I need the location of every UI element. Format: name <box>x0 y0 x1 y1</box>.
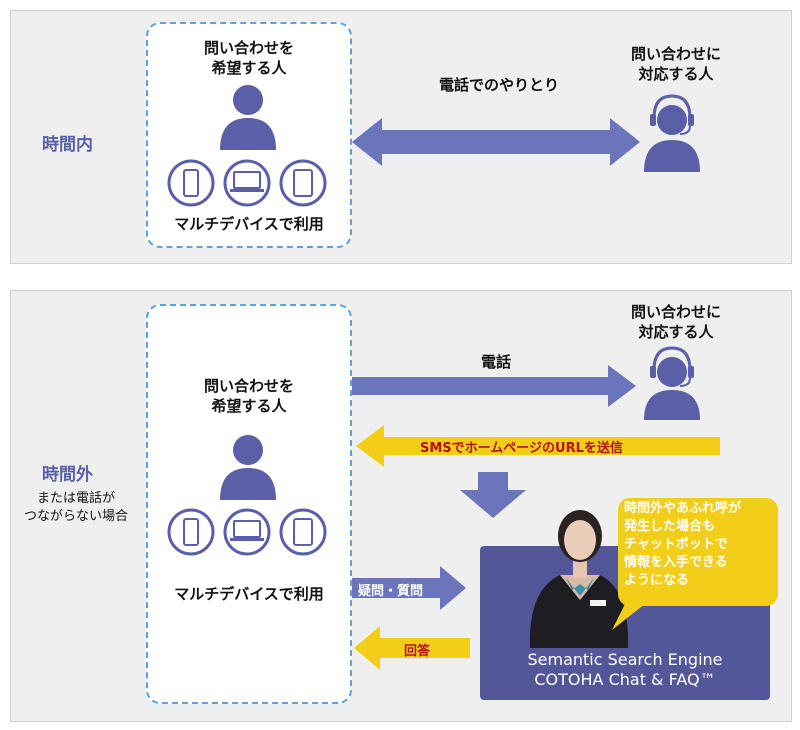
requester-line: 希望する人 <box>211 59 287 77</box>
top-exchange-label: 電話でのやりとり <box>438 76 559 94</box>
speech-bubble <box>618 498 778 606</box>
bubble-line: チャットボットで <box>624 537 728 552</box>
smartphone-icon-bottom <box>167 508 215 556</box>
bottom-side-label: 時間外 <box>42 465 93 485</box>
bubble-line: 情報を入手できる <box>624 555 728 570</box>
cotoha-engine-label: Semantic Search Engine COTOHA Chat & FAQ… <box>480 650 770 690</box>
phone-arrow <box>352 365 636 407</box>
bottom-agent-title: 問い合わせに 対応する人 <box>606 302 746 342</box>
top-agent-title: 問い合わせに 対応する人 <box>606 44 746 84</box>
top-exchange-arrow <box>352 118 640 166</box>
agent-line: 対応する人 <box>638 323 714 341</box>
bubble-line: 発生した場合も <box>624 519 716 534</box>
question-label: 疑問・質問 <box>358 584 424 599</box>
laptop-icon-top <box>223 159 271 207</box>
top-side-label: 時間内 <box>42 135 93 155</box>
speech-bubble-text: 時間外やあふれ呼が 発生した場合も チャットボットで 情報を入手できる ようにな… <box>624 500 774 590</box>
agent-line: 問い合わせに <box>630 303 721 321</box>
sms-label: SMSでホームページのURLを送信 <box>420 441 623 456</box>
bottom-requester-title: 問い合わせを 希望する人 <box>146 376 352 416</box>
agent-line: 問い合わせに <box>630 45 721 63</box>
requester-box-bottom <box>146 304 352 704</box>
requester-person-icon-top <box>220 85 276 150</box>
agent-line: 対応する人 <box>638 65 714 83</box>
requester-line: 問い合わせを <box>203 377 294 395</box>
bubble-line: 時間外やあふれ呼が <box>624 501 742 516</box>
laptop-icon-bottom <box>223 508 271 556</box>
virtual-assistant-icon <box>529 510 629 648</box>
bottom-side-sub: または電話が つながらない場合 <box>14 490 138 526</box>
bottom-multidevice-label: マルチデバイスで利用 <box>174 585 324 603</box>
agent-headset-icon-top <box>644 94 700 172</box>
down-arrow <box>460 472 526 518</box>
sms-arrow <box>356 425 720 467</box>
agent-headset-icon-bottom <box>644 346 700 420</box>
engine-line: COTOHA Chat & FAQ™ <box>534 670 716 689</box>
requester-person-icon-bottom <box>220 435 276 500</box>
side-sub-line: または電話が <box>36 491 115 506</box>
bottom-phone-label: 電話 <box>480 353 511 371</box>
engine-line: Semantic Search Engine <box>527 650 723 669</box>
answer-arrow <box>354 626 470 670</box>
tablet-icon-bottom <box>279 508 327 556</box>
side-sub-line: つながらない場合 <box>23 509 128 524</box>
question-arrow <box>352 566 466 610</box>
top-requester-title: 問い合わせを 希望する人 <box>146 38 352 78</box>
requester-line: 問い合わせを <box>203 39 294 57</box>
smartphone-icon-top <box>167 159 215 207</box>
bubble-line: ようになる <box>624 573 690 588</box>
tablet-icon-top <box>279 159 327 207</box>
answer-label: 回答 <box>404 644 431 659</box>
top-multidevice-label: マルチデバイスで利用 <box>174 215 324 233</box>
requester-line: 希望する人 <box>211 397 287 415</box>
